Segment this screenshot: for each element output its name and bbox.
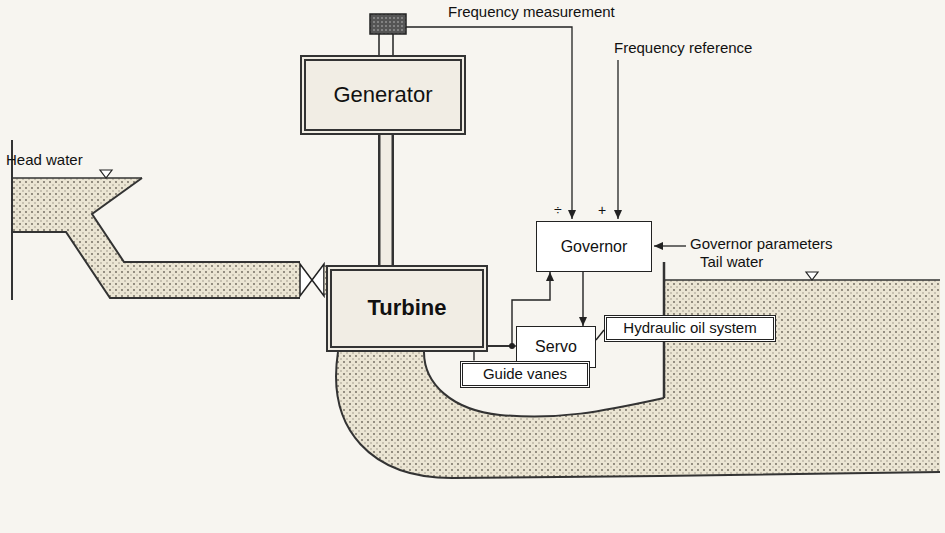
turbine-box: Turbine [326, 265, 488, 352]
signal-label: Frequency measurement [448, 4, 615, 21]
box-text: Hydraulic oil system [623, 320, 756, 337]
box-text: Governor [561, 238, 628, 256]
water-level-label: Tail water [700, 254, 763, 271]
hydraulic-system-box: Hydraulic oil system [604, 315, 776, 342]
box-text: Turbine [367, 296, 446, 320]
governor-box: Governor [536, 221, 652, 272]
shaft-connector [386, 135, 387, 265]
sign-symbol: + [598, 203, 606, 218]
signal-connector [596, 330, 604, 340]
signal-connector [474, 352, 475, 361]
water-level-label: Head water [6, 152, 83, 169]
generator-box: Generator [300, 55, 466, 135]
signal-label: Governor parameters [690, 236, 833, 253]
sign-symbol: ÷ [554, 203, 562, 218]
signal-connector [583, 272, 584, 326]
box-text: Servo [535, 338, 577, 356]
guide-vanes-box: Guide vanes [460, 361, 590, 388]
box-text: Generator [333, 83, 432, 107]
signal-label: Frequency reference [614, 40, 752, 57]
box-text: Guide vanes [483, 366, 567, 383]
